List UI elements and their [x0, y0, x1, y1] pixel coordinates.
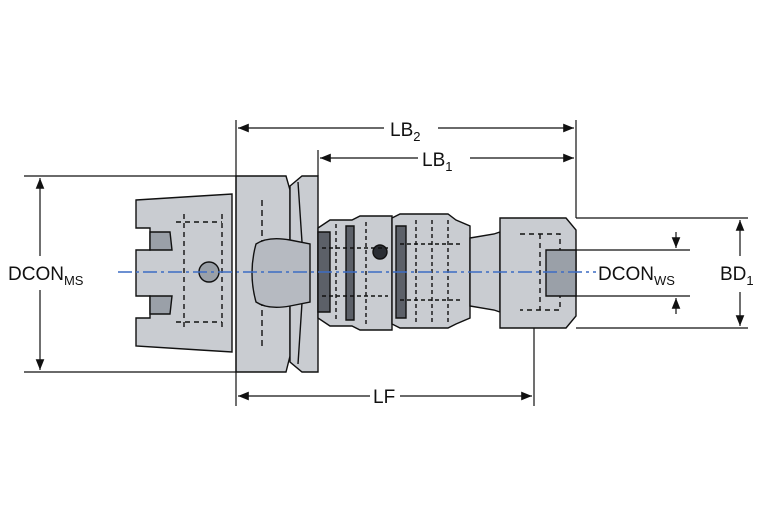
neck-ball [251, 237, 311, 309]
dcon-ms-label: DCONMS [8, 264, 84, 288]
lf-label: LF [373, 387, 395, 408]
lb2-label: LB2 [390, 120, 420, 144]
adapter-bolt [372, 244, 388, 260]
shank-slot-top [149, 231, 173, 251]
collet-nut [499, 217, 577, 329]
collet-inner [520, 233, 561, 311]
tool-holder-body [135, 175, 577, 373]
lb1-label: LB1 [422, 150, 452, 174]
collet-bore [545, 249, 577, 297]
dimension-lines [24, 120, 748, 406]
adapter-hidden-lines [322, 222, 388, 326]
shank-slot-bottom [149, 295, 173, 315]
dcon-ws-label: DCONWS [598, 264, 675, 288]
bd1-label: BD1 [720, 264, 754, 288]
adapter-dark-band-2 [345, 225, 355, 321]
